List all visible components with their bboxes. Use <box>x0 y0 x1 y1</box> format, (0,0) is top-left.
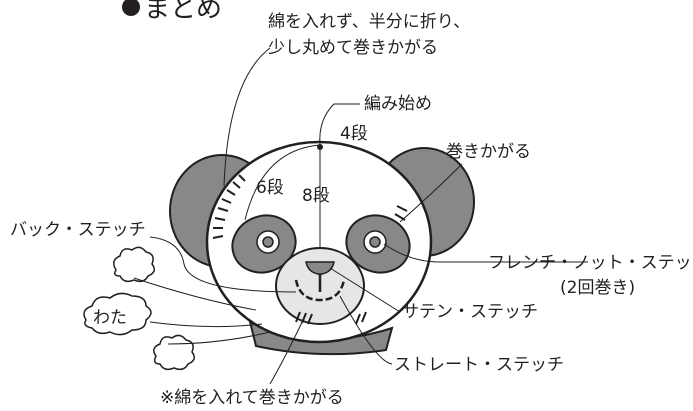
label-ear-instruction-line2: 少し丸めて巻きかがる <box>268 38 438 58</box>
label-satin-stitch: サテン・ステッチ <box>402 302 538 322</box>
cotton-cloud-top <box>113 246 155 283</box>
cotton-cloud-bottom <box>153 334 195 371</box>
label-start: 編み始め <box>364 94 432 114</box>
diagram-title: まとめ <box>122 0 222 24</box>
label-wata: わた <box>93 308 127 328</box>
label-french-knot: フレンチ・ノット・ステッチ <box>488 253 693 273</box>
mouth-back-stitch <box>294 279 346 302</box>
bullet-icon <box>122 0 140 16</box>
label-roll-whip: 巻きかがる <box>446 142 531 162</box>
label-back-stitch: バック・ステッチ <box>10 220 146 240</box>
label-row-8: 8段 <box>302 186 330 206</box>
ear-seam-stitches-left <box>212 174 246 239</box>
label-straight-stitch: ストレート・ステッチ <box>394 355 564 375</box>
left-eye-patch <box>231 214 297 274</box>
row-guide-line <box>244 144 321 221</box>
right-eye-patch <box>345 214 411 274</box>
label-french-knot-note: (2回巻き) <box>560 278 636 298</box>
leader-lines <box>133 47 588 385</box>
label-ear-instruction-line1: 綿を入れず、半分に折り、 <box>268 12 471 32</box>
head <box>205 140 433 344</box>
start-point-dot <box>317 144 323 150</box>
label-stuff-note: ※綿を入れて巻きかがる <box>160 388 344 408</box>
title-text: まとめ <box>144 0 223 24</box>
nose-satin <box>305 261 335 275</box>
cotton-cloud-middle <box>83 292 152 336</box>
label-row-6: 6段 <box>256 178 284 198</box>
label-row-4: 4段 <box>340 124 368 144</box>
